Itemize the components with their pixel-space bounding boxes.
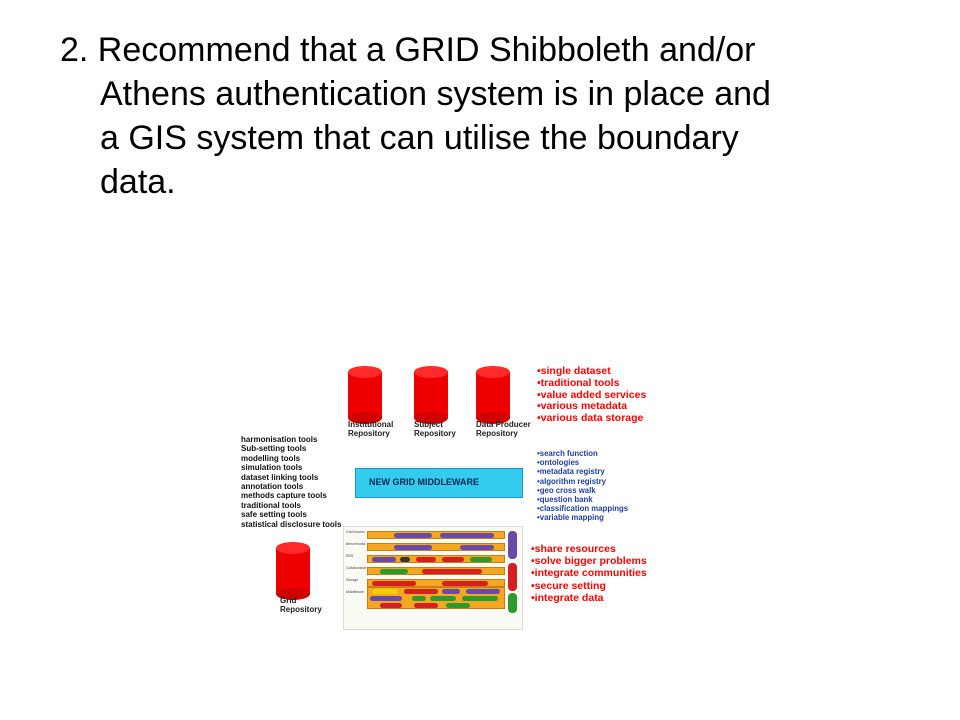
tool-item: dataset linking tools: [241, 472, 319, 482]
features-list-top: •single dataset •traditional tools •valu…: [537, 365, 647, 425]
tool-item: methods capture tools: [241, 491, 327, 501]
tool-item: traditional tools: [241, 500, 301, 510]
slide-line-2: Athens authentication system is in place…: [100, 75, 771, 113]
list-item: •various metadata: [537, 400, 628, 413]
list-item: •integrate data: [531, 591, 604, 604]
list-item: •ontologies: [537, 458, 580, 468]
list-item: •variable mapping: [537, 513, 604, 523]
tool-item: harmonisation tools: [241, 435, 318, 444]
middleware-features-list: •search function •ontologies •metadata r…: [537, 449, 628, 523]
grid-middleware-box: NEW GRID MIDDLEWARE: [355, 468, 523, 498]
list-item: •question bank: [537, 495, 593, 505]
list-item: •algorithm registry: [537, 476, 607, 486]
grid-layer-stack: Grid Access Benchmarks RDS Collaborative…: [343, 526, 523, 630]
grid-repository-cylinder: [276, 542, 310, 600]
slide-line-4: data.: [100, 163, 176, 201]
list-item: •share resources: [531, 543, 616, 555]
list-item: •traditional tools: [537, 376, 620, 389]
subject-repository-cylinder: [414, 366, 448, 424]
tool-item: simulation tools: [241, 463, 303, 473]
grid-middleware-label: NEW GRID MIDDLEWARE: [369, 477, 479, 487]
list-item: •geo cross walk: [537, 485, 596, 495]
list-item: •value added services: [537, 388, 647, 401]
list-item: •secure setting: [531, 579, 606, 592]
slide-line-1: 2. Recommend that a GRID Shibboleth and/…: [60, 31, 756, 69]
list-item: •integrate communities: [531, 567, 647, 580]
tools-list: harmonisation tools Sub-setting tools mo…: [241, 435, 341, 529]
list-item: •single dataset: [537, 365, 611, 377]
institutional-repository-cylinder: [348, 366, 382, 424]
tool-item: safe setting tools: [241, 510, 307, 520]
tool-item: Sub-setting tools: [241, 444, 307, 454]
list-item: •solve bigger problems: [531, 555, 647, 568]
list-item: •metadata registry: [537, 467, 605, 477]
tool-item: modelling tools: [241, 453, 301, 463]
tool-item: statistical disclosure tools: [241, 519, 342, 529]
slide-line-3: a GIS system that can utilise the bounda…: [100, 119, 739, 157]
data-producer-repository-cylinder: [476, 366, 510, 424]
slide-body-text: 2. Recommend that a GRID Shibboleth and/…: [60, 28, 920, 204]
list-item: •search function: [537, 449, 598, 458]
list-item: •various data storage: [537, 412, 644, 425]
tool-item: annotation tools: [241, 482, 304, 492]
list-item: •classification mappings: [537, 504, 629, 514]
benefits-list: •share resources •solve bigger problems …: [531, 543, 647, 604]
